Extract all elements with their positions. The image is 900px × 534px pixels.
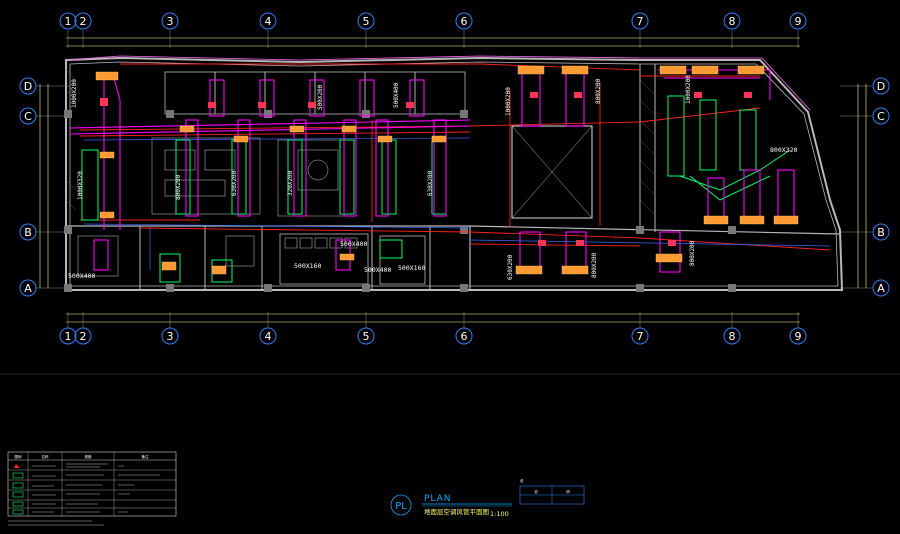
legend-table: 图例 名称 规格 备注 xyxy=(7,451,177,526)
note-table-cell: 说 xyxy=(534,489,538,494)
axis-label-4-top: 4 xyxy=(265,15,272,28)
axis-label-B-left: B xyxy=(24,226,32,239)
duct-label: 1000X200 xyxy=(685,75,692,104)
structural-columns xyxy=(64,110,736,292)
duct-label: 1000X200 xyxy=(71,79,78,108)
duct-label: 800X200 xyxy=(689,240,696,266)
duct-label: 630X200 xyxy=(507,254,514,280)
duct-label: 630X200 xyxy=(427,170,434,196)
dimension-lines xyxy=(39,37,867,323)
legend-header-note: 备注 xyxy=(142,454,149,459)
axis-label-9-bottom: 9 xyxy=(795,330,802,343)
row-axis-right: D C B A xyxy=(872,77,890,297)
duct-label: 500X200 xyxy=(317,84,324,110)
axis-label-3-bottom: 3 xyxy=(167,330,174,343)
axis-label-D-right: D xyxy=(877,80,885,93)
duct-label: 320X200 xyxy=(287,170,294,196)
pl-mark-circle xyxy=(390,494,412,516)
duct-label: 500X400 xyxy=(393,82,400,108)
plan-scale: 1:100 xyxy=(490,510,509,518)
duct-size-labels: 1000X200 1000X320 800X200 630X200 320X20… xyxy=(68,75,797,280)
legend-header-name: 名称 xyxy=(42,454,49,459)
column-axis-bottom: 1 2 3 4 5 6 7 8 9 xyxy=(59,327,807,345)
axis-label-2-top: 2 xyxy=(80,15,87,28)
duct-label: 500X400 xyxy=(364,266,391,274)
axis-label-5-top: 5 xyxy=(363,15,370,28)
axis-label-A-left: A xyxy=(24,282,32,295)
duct-label: 500X160 xyxy=(294,262,321,270)
axis-label-6-bottom: 6 xyxy=(461,330,468,343)
legend-header-spec: 规格 xyxy=(85,454,92,459)
duct-label: 500X400 xyxy=(340,240,367,248)
plan-title: PLAN xyxy=(424,494,452,504)
duct-label: 500X400 xyxy=(68,272,95,280)
axis-label-7-top: 7 xyxy=(637,15,644,28)
plan-subtitle: 地面层空调风管平面图 xyxy=(424,507,489,516)
axis-label-6-top: 6 xyxy=(461,15,468,28)
supply-ducts xyxy=(69,69,795,273)
pl-mark: PL xyxy=(395,501,407,512)
axis-label-7-bottom: 7 xyxy=(637,330,644,343)
row-axis-left: D C B A xyxy=(19,77,37,297)
axis-label-B-right: B xyxy=(877,226,885,239)
duct-label: 630X200 xyxy=(231,170,238,196)
legend-symbol-icon xyxy=(14,464,20,468)
axis-grid-lines xyxy=(36,30,872,328)
title-block: PL PLAN 地面层空调风管平面图 1:100 xyxy=(390,494,512,518)
valve-markers xyxy=(100,92,752,246)
duct-label: 500X160 xyxy=(398,264,425,272)
return-ducts xyxy=(81,95,791,283)
axis-label-C-right: C xyxy=(877,110,885,123)
axis-label-3-top: 3 xyxy=(167,15,174,28)
axis-label-C-left: C xyxy=(24,110,32,123)
note-table-header: 说 xyxy=(520,478,524,483)
legend-header-symbol: 图例 xyxy=(15,454,22,459)
column-axis-top: 1 2 3 4 5 6 7 8 9 xyxy=(59,12,807,30)
axis-label-8-top: 8 xyxy=(729,15,736,28)
duct-label: 1000X320 xyxy=(77,171,84,200)
axis-label-9-top: 9 xyxy=(795,15,802,28)
axis-label-1-top: 1 xyxy=(65,15,72,28)
axis-label-D-left: D xyxy=(24,80,32,93)
legend-symbol-icon xyxy=(12,509,24,515)
axis-label-2-bottom: 2 xyxy=(80,330,87,343)
duct-label: 800X320 xyxy=(770,146,797,154)
axis-label-8-bottom: 8 xyxy=(729,330,736,343)
axis-label-1-bottom: 1 xyxy=(65,330,72,343)
diffusers xyxy=(95,65,799,275)
duct-label: 800X200 xyxy=(175,174,182,200)
duct-label: 1000X200 xyxy=(505,87,512,116)
legend-symbol-icon xyxy=(12,491,24,498)
note-table: 说 说 明 xyxy=(519,478,585,505)
hatched-zones xyxy=(65,69,656,216)
axis-label-5-bottom: 5 xyxy=(363,330,370,343)
duct-label: 800X200 xyxy=(595,78,602,104)
legend-symbol-icon xyxy=(12,472,24,479)
duct-label: 800X200 xyxy=(591,252,598,278)
legend-symbol-icon xyxy=(12,482,24,489)
axis-label-A-right: A xyxy=(877,282,885,295)
blue-pipes xyxy=(83,137,831,270)
legend-symbol-icon xyxy=(12,501,24,507)
note-table-cell: 明 xyxy=(566,490,570,494)
building-walls xyxy=(65,55,844,291)
axis-label-4-bottom: 4 xyxy=(265,330,272,343)
